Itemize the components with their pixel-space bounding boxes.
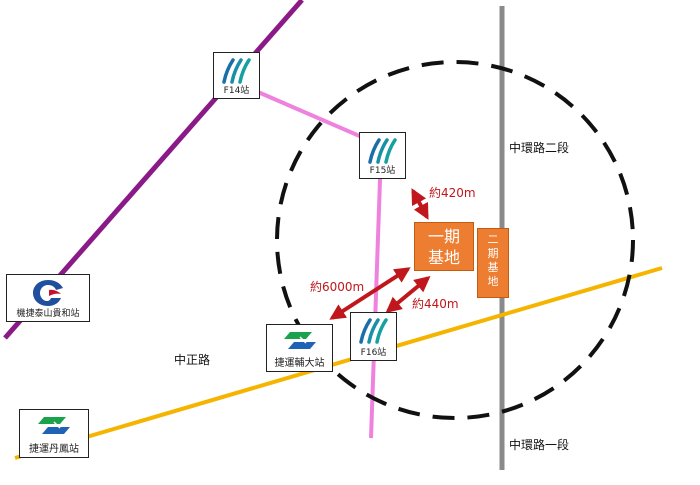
station-taishan-guihe[interactable]: 機捷泰山貴和站 — [6, 274, 90, 322]
phase2-site-label-line3: 基 — [487, 261, 499, 274]
wave-logo-icon — [358, 318, 388, 344]
station-danfeng[interactable]: 捷運丹鳳站 — [19, 409, 89, 458]
station-f16-label: F16站 — [360, 348, 387, 358]
phase1-site-label-line1: 一期 — [427, 227, 460, 246]
station-taishan-guihe-label: 機捷泰山貴和站 — [16, 309, 80, 319]
arrow-to-f16 — [385, 275, 431, 314]
wave-logo-icon — [367, 138, 397, 164]
radius-circle — [275, 60, 635, 420]
phase2-site-label-line1: 二 — [487, 233, 499, 246]
station-f14-label: F14站 — [223, 86, 250, 96]
zhongzheng-road — [14, 266, 663, 460]
station-fuda-label: 捷運輔大站 — [274, 358, 325, 369]
station-f16[interactable]: F16站 — [350, 312, 397, 361]
taoyuan-metro-logo-icon — [33, 280, 63, 306]
taipei-metro-logo-icon — [283, 332, 316, 349]
distance-label-f15: 約420m — [429, 186, 476, 200]
phase2-site-label-line4: 地 — [487, 275, 499, 288]
distance-label-f16: 約440m — [412, 297, 459, 311]
phase2-site-label-line2: 期 — [487, 247, 499, 260]
phase1-site[interactable]: 一期 基地 — [414, 222, 474, 271]
wave-logo-icon — [221, 58, 251, 84]
phase1-site-label-line2: 基地 — [427, 248, 460, 267]
arrow-to-f15 — [411, 188, 429, 220]
distance-label-fuda: 約6000m — [310, 280, 365, 294]
station-f15[interactable]: F15站 — [359, 132, 406, 179]
station-danfeng-label: 捷運丹鳳站 — [29, 444, 79, 455]
station-fuda[interactable]: 捷運輔大站 — [266, 324, 333, 372]
station-f15-label: F15站 — [369, 166, 396, 176]
phase2-site[interactable]: 二 期 基 地 — [477, 228, 509, 298]
road-label-zhonghuan-2: 中環路二段 — [509, 141, 570, 155]
road-label-zhonghuan-1: 中環路一段 — [509, 438, 570, 452]
road-label-zhongzheng: 中正路 — [174, 353, 211, 367]
taipei-metro-logo-icon — [38, 417, 70, 434]
station-f14[interactable]: F14站 — [213, 52, 260, 99]
